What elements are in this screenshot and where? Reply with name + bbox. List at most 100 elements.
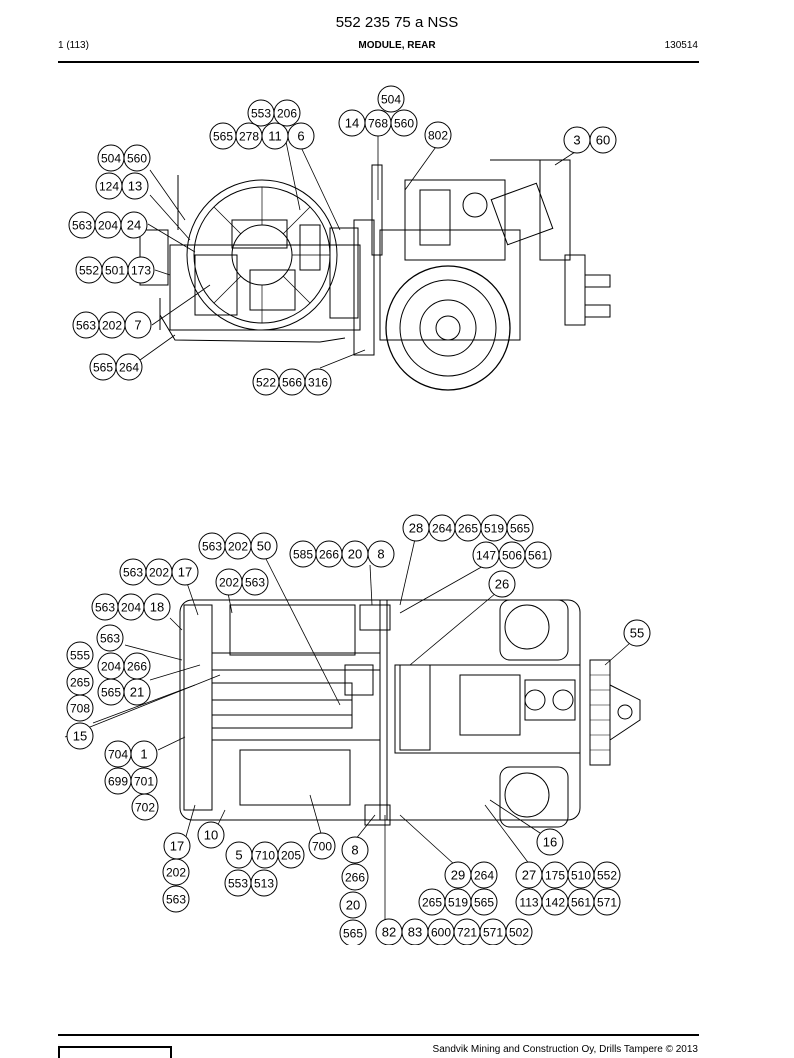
callout-number: 708 <box>70 702 90 716</box>
callout-bubble: 113 <box>515 888 543 916</box>
brand-logo-graphic <box>58 1046 172 1058</box>
callout-bubble: 266 <box>315 540 343 568</box>
callout-number: 29 <box>451 868 465 883</box>
callout-number: 522 <box>256 376 276 390</box>
callout-bubble: 560 <box>390 109 418 137</box>
callout-number: 7 <box>134 318 141 333</box>
callout-number: 563 <box>100 632 120 646</box>
callout-number: 266 <box>345 871 365 885</box>
callout-bubble: 202 <box>215 568 243 596</box>
callout-bubble: 15 <box>66 722 94 750</box>
callout-bubble: 21 <box>123 678 151 706</box>
callout-bubble: 566 <box>278 368 306 396</box>
callout-bubble: 8 <box>367 540 395 568</box>
module-title: MODULE, REAR <box>358 40 436 51</box>
callout-number: 175 <box>545 869 565 883</box>
callout-number: 565 <box>101 686 121 700</box>
callout-number: 704 <box>108 748 128 762</box>
callout-number: 519 <box>448 896 468 910</box>
callout-bubble: 699 <box>104 767 132 795</box>
callout-bubble: 202 <box>162 858 190 886</box>
callout-number: 18 <box>150 600 164 615</box>
callout-number: 6 <box>297 129 304 144</box>
callout-bubble: 5 <box>225 841 253 869</box>
callout-number: 204 <box>98 219 118 233</box>
callout-number: 17 <box>178 565 192 580</box>
callout-bubble: 27 <box>515 861 543 889</box>
callout-number: 710 <box>255 849 275 863</box>
callout-number: 14 <box>345 116 359 131</box>
callout-bubble: 50 <box>250 532 278 560</box>
callout-bubble: 721 <box>453 918 481 945</box>
callout-bubble: 565 <box>89 353 117 381</box>
callout-bubble: 16 <box>536 828 564 856</box>
callout-number: 202 <box>166 866 186 880</box>
callout-bubble: 504 <box>377 85 405 113</box>
footer-rule <box>58 1034 699 1036</box>
callout-number: 205 <box>281 849 301 863</box>
callout-bubble: 563 <box>68 211 96 239</box>
callout-bubble: 17 <box>171 558 199 586</box>
callout-number: 265 <box>458 522 478 536</box>
callout-number: 519 <box>484 522 504 536</box>
callout-bubble: 563 <box>119 558 147 586</box>
callout-bubble: 11 <box>261 122 289 150</box>
callout-number: 278 <box>239 130 259 144</box>
callout-bubble: 7 <box>124 311 152 339</box>
callout-number: 266 <box>127 660 147 674</box>
callout-bubble: 124 <box>95 172 123 200</box>
callout-number: 316 <box>308 376 328 390</box>
callout-bubble: 704 <box>104 740 132 768</box>
callout-bubble: 278 <box>235 122 263 150</box>
callout-bubble: 501 <box>101 256 129 284</box>
callout-number: 17 <box>170 839 184 854</box>
callout-bubble: 29 <box>444 861 472 889</box>
tank-upper <box>229 604 356 656</box>
callout-number: 553 <box>228 877 248 891</box>
callout-number: 563 <box>123 566 143 580</box>
callout-bubble: 14 <box>338 109 366 137</box>
callout-bubble: 565 <box>339 919 367 945</box>
callout-bubble: 522 <box>252 368 280 396</box>
header-rule <box>58 61 699 63</box>
callout-number: 802 <box>428 129 448 143</box>
callout-number: 202 <box>149 566 169 580</box>
callout-bubble: 565 <box>506 514 534 542</box>
callout-number: 124 <box>99 180 119 194</box>
radiator <box>490 182 554 246</box>
callout-number: 10 <box>204 828 218 843</box>
wheel <box>385 265 511 391</box>
callout-number: 202 <box>228 540 248 554</box>
callout-number: 565 <box>474 896 494 910</box>
callout-number: 563 <box>166 893 186 907</box>
callout-number: 206 <box>277 107 297 121</box>
callout-number: 204 <box>121 601 141 615</box>
callout-bubble: 18 <box>143 593 171 621</box>
callout-bubble: 513 <box>250 869 278 897</box>
callout-number: 8 <box>377 547 384 562</box>
callout-bubble: 24 <box>120 211 148 239</box>
callout-bubble: 204 <box>97 652 125 680</box>
footer-copyright: Sandvik Mining and Construction Oy, Dril… <box>432 1044 698 1055</box>
callout-number: 113 <box>519 896 538 910</box>
callout-bubble: 202 <box>145 558 173 586</box>
callout-bubble: 265 <box>418 888 446 916</box>
callout-bubble: 571 <box>479 918 507 945</box>
callout-number: 563 <box>76 319 96 333</box>
callout-bubble: 264 <box>428 514 456 542</box>
callout-number: 563 <box>95 601 115 615</box>
callout-number: 20 <box>346 898 360 913</box>
callout-number: 26 <box>495 577 509 592</box>
callout-bubble: 6 <box>287 122 315 150</box>
callout-number: 16 <box>543 835 557 850</box>
callout-bubble: 8 <box>341 836 369 864</box>
callout-number: 173 <box>131 264 151 278</box>
callout-bubble: 173 <box>127 256 155 284</box>
callout-bubble: 175 <box>541 861 569 889</box>
callout-bubble: 600 <box>427 918 455 945</box>
callout-number: 204 <box>101 660 121 674</box>
callout-number: 202 <box>219 576 239 590</box>
